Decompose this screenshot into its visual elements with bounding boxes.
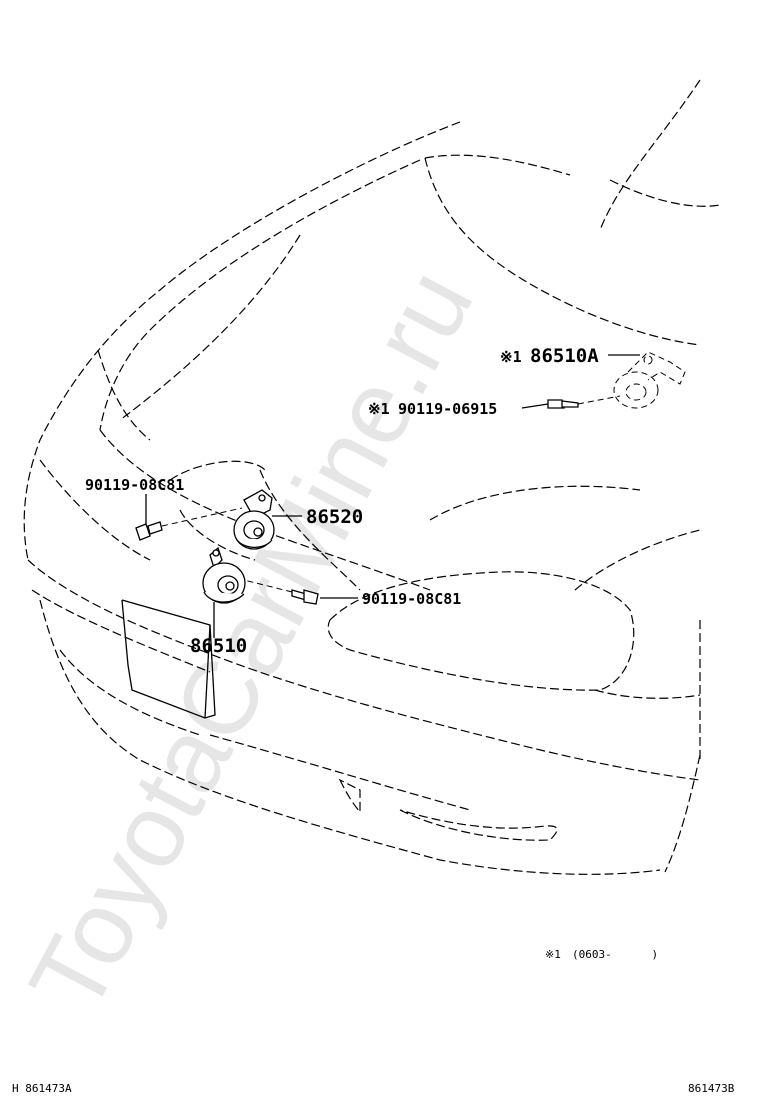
part-number-90119-08c81-left: 90119-08C81: [85, 476, 184, 494]
bolt-90119-08c81-left: [135, 507, 243, 541]
part-number-86510: 86510: [190, 635, 247, 657]
part-number-90119-08c81-right: 90119-08C81: [362, 590, 461, 608]
footnote-text: (0603- ): [572, 948, 658, 961]
part-number-86520: 86520: [306, 506, 363, 528]
bolt-90119-08c81-right: [243, 579, 319, 605]
horn-86510: [202, 546, 246, 604]
bolt-90119-06915: [547, 395, 621, 409]
footer-right-code: 861473B: [688, 1082, 735, 1095]
license-plate-outline: [121, 599, 216, 719]
watermark-text: ToyotaCarMine.ru: [8, 252, 496, 1031]
leader-lines: [145, 354, 640, 638]
car-body-outline: [23, 79, 721, 875]
note-mark-90119-06915: ※1: [368, 400, 390, 418]
part-number-86510a: 86510A: [530, 345, 599, 367]
footnote-mark: ※1: [545, 948, 561, 961]
part-number-90119-06915: 90119-06915: [398, 400, 497, 418]
footer-left-code: H 861473A: [12, 1082, 72, 1095]
note-mark-86510a: ※1: [500, 348, 522, 366]
horn-86510a: [613, 351, 686, 409]
horn-86520: [233, 489, 275, 550]
